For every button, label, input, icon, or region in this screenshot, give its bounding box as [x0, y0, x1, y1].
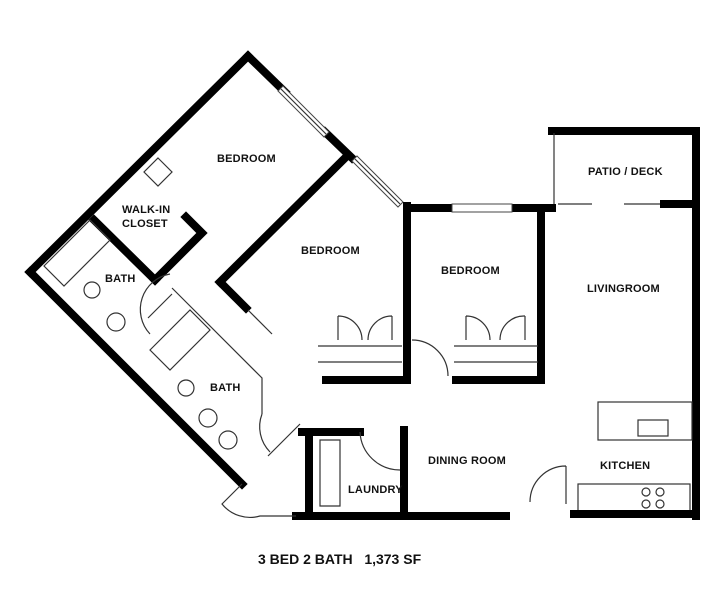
sink-2a — [198, 408, 218, 428]
wall-closet-west — [88, 214, 161, 286]
room-label-livingroom: LIVINGROOM — [587, 283, 660, 295]
room-label-bath-1: BATH — [105, 273, 136, 285]
kitchen-sink — [637, 419, 669, 437]
room-label-dining-room: DINING ROOM — [428, 455, 506, 467]
stove-burner — [641, 487, 651, 497]
room-label-kitchen: KITCHEN — [600, 460, 651, 472]
wall-master-northeast-2 — [319, 126, 358, 164]
sink-1 — [106, 312, 126, 332]
wall-master-northwest — [24, 50, 254, 278]
wall-southwest-diagonal — [24, 266, 248, 490]
room-label-walk-in-closet-line1: WALK-IN — [122, 204, 171, 216]
sink-2b — [218, 430, 238, 450]
wall-closet-east — [149, 211, 208, 286]
room-label-bedroom-3: BEDROOM — [441, 265, 500, 277]
bathtub-1 — [43, 219, 111, 287]
toilet-1 — [83, 281, 101, 299]
room-label-bedroom-2: BEDROOM — [301, 245, 360, 257]
wall-master-northeast — [242, 50, 291, 98]
room-label-laundry: LAUNDRY — [348, 484, 403, 496]
window-bedroom-2 — [351, 155, 404, 208]
toilet-2 — [177, 379, 195, 397]
room-label-bedroom-1: BEDROOM — [217, 153, 276, 165]
room-label-bath-2: BATH — [210, 382, 241, 394]
room-label-patio-deck: PATIO / DECK — [588, 166, 663, 178]
kitchen-counter — [577, 483, 691, 513]
unit-summary-caption: 3 BED 2 BATH 1,373 SF — [258, 551, 422, 567]
kitchen-island — [597, 401, 693, 441]
bathtub-2 — [149, 309, 211, 371]
window-bedroom-3 — [451, 203, 513, 213]
room-label-walk-in-closet-line2: CLOSET — [122, 218, 168, 230]
wall-bedroom-2-lower — [216, 278, 252, 314]
window-bedroom-1 — [277, 85, 330, 138]
wall-bedroom-divider — [214, 152, 351, 288]
